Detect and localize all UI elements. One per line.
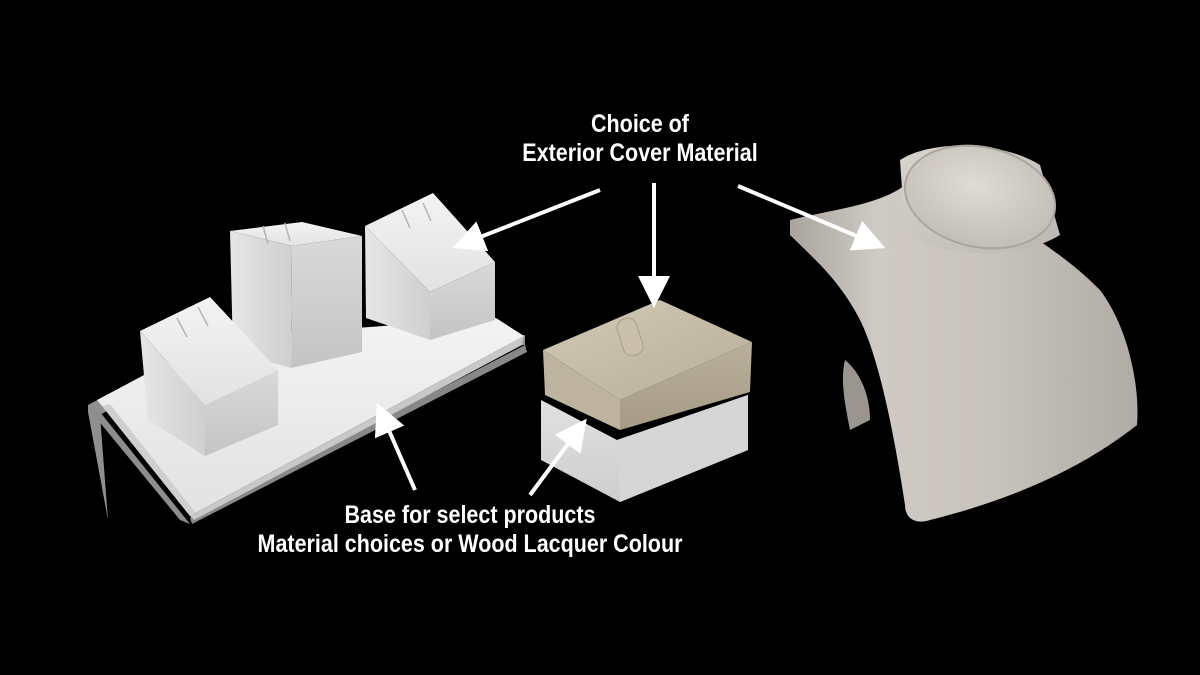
bust-stand — [842, 360, 870, 430]
ring-box-lid-front — [620, 342, 752, 430]
arrow-to-bust — [737, 184, 886, 251]
ring-box-lid-top — [543, 300, 752, 400]
base-material-caption: Base for select products Material choice… — [255, 501, 685, 559]
ring-cube-front-left — [140, 297, 278, 456]
bust-body — [790, 181, 1138, 522]
arrow-to-tray-cube — [452, 188, 601, 252]
cover-material-caption-line1: Choice of — [591, 110, 689, 138]
ring-box-lid-left — [543, 350, 620, 430]
cover-material-caption-line2: Exterior Cover Material — [522, 139, 758, 167]
base-material-caption-line2: Material choices or Wood Lacquer Colour — [257, 530, 683, 558]
tray-left-bevel — [102, 404, 195, 516]
necklace-bust — [790, 144, 1138, 522]
callout-arrows — [374, 183, 886, 497]
arrow-to-tray-base — [374, 402, 417, 491]
bust-neck-top — [903, 144, 1057, 250]
cover-material-caption: Choice of Exterior Cover Material — [494, 110, 786, 168]
arrow-to-ring-box-base — [528, 418, 587, 497]
ring-cube-back-left — [230, 222, 362, 368]
ring-cube-back-right — [365, 193, 495, 340]
ring-box — [541, 300, 752, 502]
tray-grey-base-right — [190, 345, 527, 524]
tray-grey-base-front — [88, 408, 190, 524]
tray-right-bevel — [190, 336, 524, 520]
ring-display-tray — [88, 193, 527, 524]
base-material-caption-line1: Base for select products — [344, 501, 596, 529]
ring-slot — [616, 317, 644, 357]
